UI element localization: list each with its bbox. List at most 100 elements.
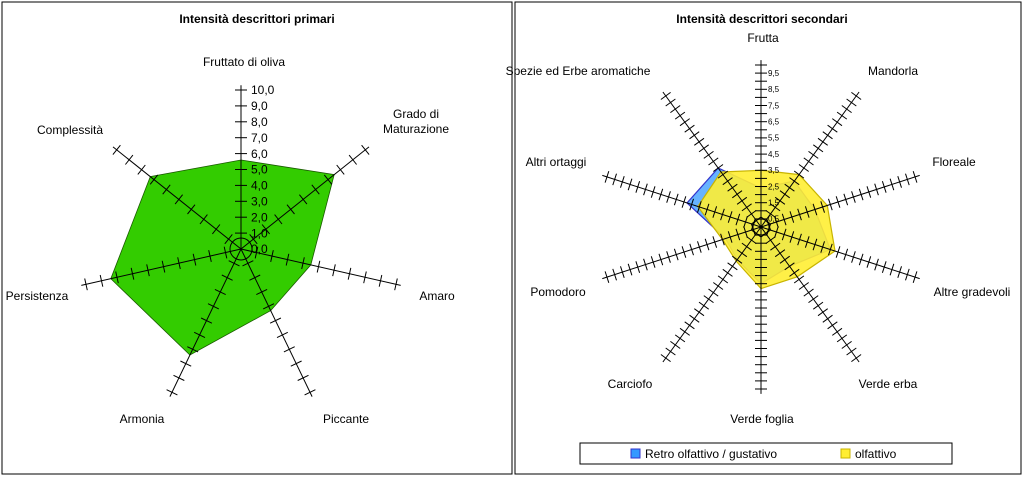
p2-tick <box>827 321 838 330</box>
p2-tick <box>858 188 864 201</box>
p2-tick <box>881 261 887 273</box>
p2-tick <box>779 255 790 264</box>
p2-tick <box>889 263 895 276</box>
p2-tick <box>698 301 709 310</box>
p2-tick <box>612 268 617 281</box>
p1-tick <box>173 374 185 381</box>
p1-tick <box>394 278 398 291</box>
p2-tick <box>774 249 786 258</box>
p2-tick <box>820 201 825 213</box>
p2-tick-label: 7,5 <box>768 101 780 110</box>
p1-tick <box>304 389 316 396</box>
p2-tick <box>660 354 671 363</box>
p2-tick <box>813 144 824 153</box>
p2-tick <box>704 203 710 216</box>
p1-tick <box>177 257 181 270</box>
p2-tick <box>846 98 857 107</box>
p2-category-label-mandorla: Mandorla <box>868 64 918 78</box>
p2-tick <box>713 164 724 172</box>
p2-tick-label: 8,5 <box>768 85 780 94</box>
p2-tick <box>774 226 779 238</box>
p2-tick <box>797 233 802 246</box>
p1-tick <box>174 194 183 205</box>
p1-tick <box>249 274 261 281</box>
p1-tick <box>180 360 192 367</box>
p2-axis-verde-erba <box>760 226 860 363</box>
p1-tick-label: 0,0 <box>251 242 268 256</box>
p2-tick <box>689 243 694 256</box>
p1-category-label-piccante: Piccante <box>323 412 369 426</box>
p1-axis-grado-di-maturazione <box>240 146 370 250</box>
primary-axes-layer <box>81 85 401 397</box>
p1-tick <box>193 331 206 339</box>
p2-tick <box>694 137 705 146</box>
p2-tick <box>665 347 676 356</box>
p1-tick <box>221 274 233 281</box>
p2-tick <box>812 203 818 216</box>
p2-tick <box>841 105 852 114</box>
p2-tick <box>735 213 741 226</box>
p2-tick <box>781 213 787 226</box>
p1-tick <box>286 204 295 215</box>
p2-tick <box>694 308 705 317</box>
p2-tick <box>835 246 841 258</box>
p2-category-label-verde-foglia: Verde foglia <box>730 412 794 426</box>
p2-tick <box>889 178 895 191</box>
p2-tick <box>720 208 725 221</box>
p2-tick <box>866 186 872 198</box>
p1-tick <box>146 264 150 277</box>
p2-tick <box>717 170 729 179</box>
primary-series-layer <box>110 159 335 356</box>
secondary-axes-layer <box>602 60 920 394</box>
p2-tick <box>643 258 648 271</box>
p2-tick <box>781 228 787 241</box>
p2-tick <box>689 131 700 140</box>
p2-tick <box>727 211 733 223</box>
p2-axis-floreale <box>760 174 920 228</box>
p1-axis-piccante <box>240 248 313 397</box>
p1-category-label-persistenza: Persistenza <box>6 289 69 303</box>
p2-tick <box>817 308 828 317</box>
p2-tick <box>698 144 709 153</box>
p1-tick <box>137 164 146 175</box>
p2-tick <box>722 268 733 277</box>
p2-tick <box>703 295 714 304</box>
p2-tick <box>697 241 702 253</box>
p1-tick <box>283 346 295 353</box>
p2-tick <box>727 231 733 243</box>
p1-axis-armonia <box>169 248 242 397</box>
p2-tick <box>843 193 849 206</box>
p1-tick-label: 3,0 <box>251 195 268 209</box>
legend-label-retro: Retro olfattivo / gustativo <box>645 447 777 461</box>
p2-tick-label: 9,5 <box>768 69 780 78</box>
p1-tick-label: 9,0 <box>251 99 268 113</box>
p1-tick <box>162 184 171 195</box>
p2-category-label-carciofo: Carciofo <box>608 377 653 391</box>
p2-tick <box>843 248 849 261</box>
p2-tick <box>832 327 843 336</box>
primary-chart-title: Intensità descrittori primari <box>179 12 334 26</box>
p1-tick <box>276 331 289 339</box>
p2-tick <box>813 301 824 310</box>
p2-tick <box>828 198 833 211</box>
p2-tick <box>620 266 625 278</box>
p2-tick <box>774 216 779 228</box>
p2-tick <box>635 181 641 193</box>
p2-tick <box>650 256 656 268</box>
p2-tick <box>713 282 724 290</box>
p2-tick <box>743 216 748 228</box>
p2-tick <box>820 241 825 253</box>
p2-tick <box>822 314 833 323</box>
p2-tick <box>658 188 664 201</box>
p1-tick <box>249 234 258 245</box>
p2-tick <box>712 236 718 248</box>
p1-tick <box>115 271 119 284</box>
p2-tick <box>851 251 856 263</box>
p1-tick <box>378 274 383 287</box>
p1-tick <box>348 154 357 165</box>
p1-tick <box>316 260 321 273</box>
p2-tick <box>673 248 679 261</box>
p1-tick <box>208 250 212 263</box>
p2-category-label-altri-ortaggi: Altri ortaggi <box>526 155 587 169</box>
p2-tick <box>804 236 810 248</box>
